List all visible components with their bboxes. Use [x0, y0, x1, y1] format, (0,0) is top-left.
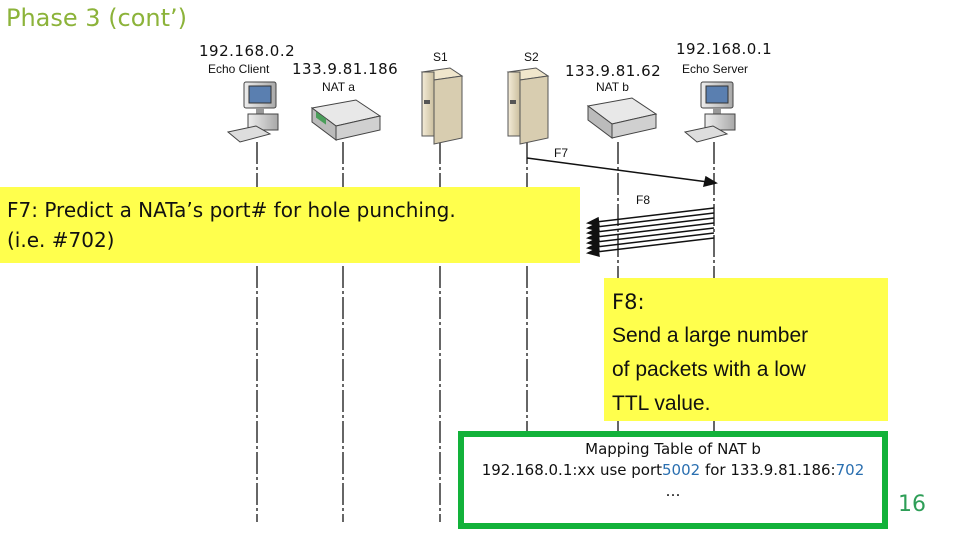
- echo-server-computer-icon: [683, 81, 736, 143]
- s2-server-icon: [506, 67, 550, 145]
- f8-callout-line3: of packets with a low: [612, 353, 880, 387]
- mapping-entry-port-a: 702: [835, 461, 865, 479]
- nat-b-ip-label: 133.9.81.62: [565, 62, 662, 80]
- mapping-entry-port-b: 5002: [662, 461, 701, 479]
- server-ip-label: 192.168.0.1: [676, 40, 773, 58]
- mapping-table-title: Mapping Table of NAT b: [585, 440, 761, 458]
- nat-a-ip-label: 133.9.81.186: [292, 60, 399, 78]
- mapping-entry-middle: for 133.9.81.186:: [700, 461, 836, 479]
- mapping-entry-prefix: 192.168.0.1:xx use port: [481, 461, 663, 479]
- page-number: 16: [898, 492, 926, 517]
- client-name-label: Echo Client: [208, 62, 270, 76]
- f8-callout-line4: TTL value.: [612, 392, 711, 415]
- f8-callout-line2: Send a large number: [612, 324, 809, 347]
- f7-callout-line1: F7: Predict a NATa’s port# for hole punc…: [7, 198, 456, 222]
- s1-name-label: S1: [433, 50, 448, 64]
- nat-b-router-icon: [586, 97, 658, 139]
- mapping-table-ellipsis: …: [665, 482, 681, 500]
- client-ip-label: 192.168.0.2: [199, 42, 296, 60]
- f8-callout-line3b: with a low: [707, 358, 806, 381]
- echo-client-computer-icon: [226, 81, 279, 143]
- f8-callout: F8: Send a large number of packets with …: [604, 278, 888, 421]
- f8-label: F8: [636, 193, 651, 207]
- nat-a-name-label: NAT a: [322, 80, 355, 94]
- s2-name-label: S2: [524, 50, 539, 64]
- f8-arrows: [585, 207, 715, 258]
- mapping-table-entry: 192.168.0.1:xx use port5002 for 133.9.81…: [464, 460, 882, 481]
- slide-title: Phase 3 (cont’): [6, 4, 188, 32]
- f7-label: F7: [554, 146, 569, 160]
- f7-arrow: [526, 157, 718, 188]
- nat-b-name-label: NAT b: [596, 80, 629, 94]
- nat-a-router-icon: [310, 99, 382, 141]
- f8-callout-line1: F8:: [612, 290, 645, 314]
- mapping-table-box: Mapping Table of NAT b 192.168.0.1:xx us…: [458, 431, 888, 529]
- f7-callout: F7: Predict a NATa’s port# for hole punc…: [0, 187, 580, 263]
- server-name-label: Echo Server: [682, 62, 749, 76]
- s1-server-icon: [420, 67, 464, 145]
- f8-callout-line3a: of packets: [612, 358, 708, 381]
- f7-callout-line2: (i.e. #702): [7, 228, 115, 252]
